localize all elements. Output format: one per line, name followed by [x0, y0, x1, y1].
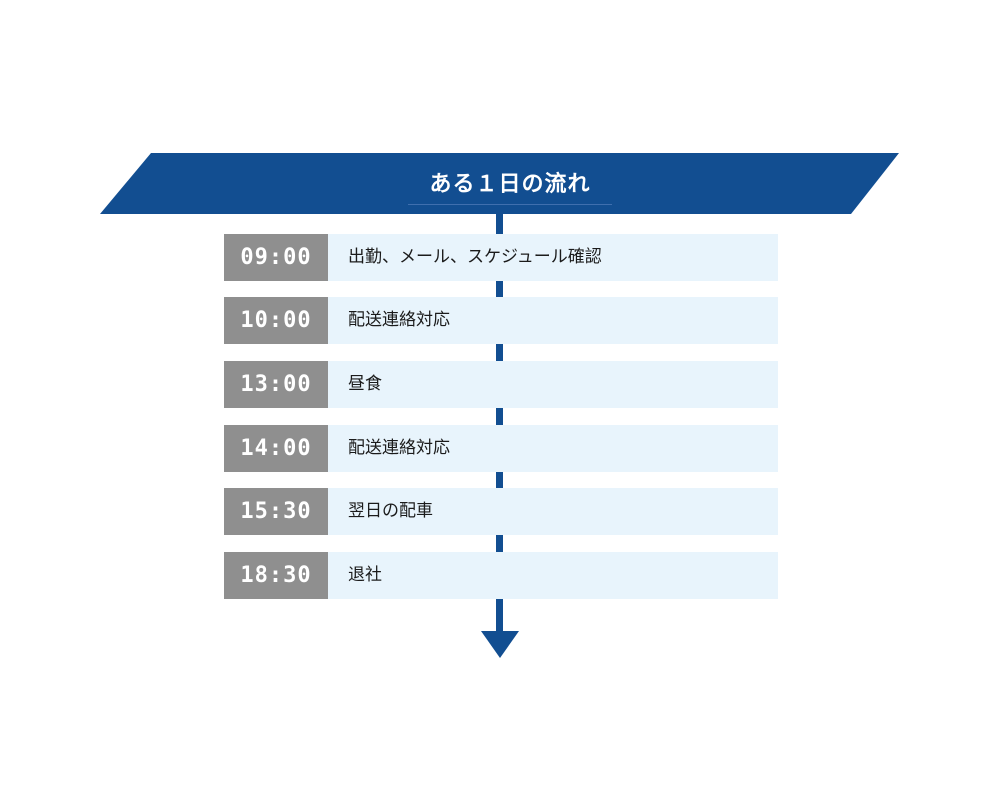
schedule-task: 昼食 [328, 361, 778, 408]
schedule-row-1000: 10:00 配送連絡対応 [224, 297, 778, 344]
timeline-arrow-down-icon [481, 631, 519, 658]
schedule-time: 13:00 [224, 361, 328, 408]
schedule-time: 18:30 [224, 552, 328, 599]
timeline-line [496, 214, 503, 634]
schedule-task: 退社 [328, 552, 778, 599]
schedule-time: 14:00 [224, 425, 328, 472]
schedule-time: 10:00 [224, 297, 328, 344]
title-underline [408, 204, 612, 205]
schedule-row-1530: 15:30 翌日の配車 [224, 488, 778, 535]
schedule-row-0900: 09:00 出勤、メール、スケジュール確認 [224, 234, 778, 281]
schedule-time: 15:30 [224, 488, 328, 535]
schedule-row-1400: 14:00 配送連絡対応 [224, 425, 778, 472]
schedule-row-1300: 13:00 昼食 [224, 361, 778, 408]
schedule-task: 出勤、メール、スケジュール確認 [328, 234, 778, 281]
schedule-task: 配送連絡対応 [328, 425, 778, 472]
schedule-time: 09:00 [224, 234, 328, 281]
schedule-task: 翌日の配車 [328, 488, 778, 535]
schedule-task: 配送連絡対応 [328, 297, 778, 344]
schedule-row-1830: 18:30 退社 [224, 552, 778, 599]
page-title: ある１日の流れ [429, 172, 591, 197]
